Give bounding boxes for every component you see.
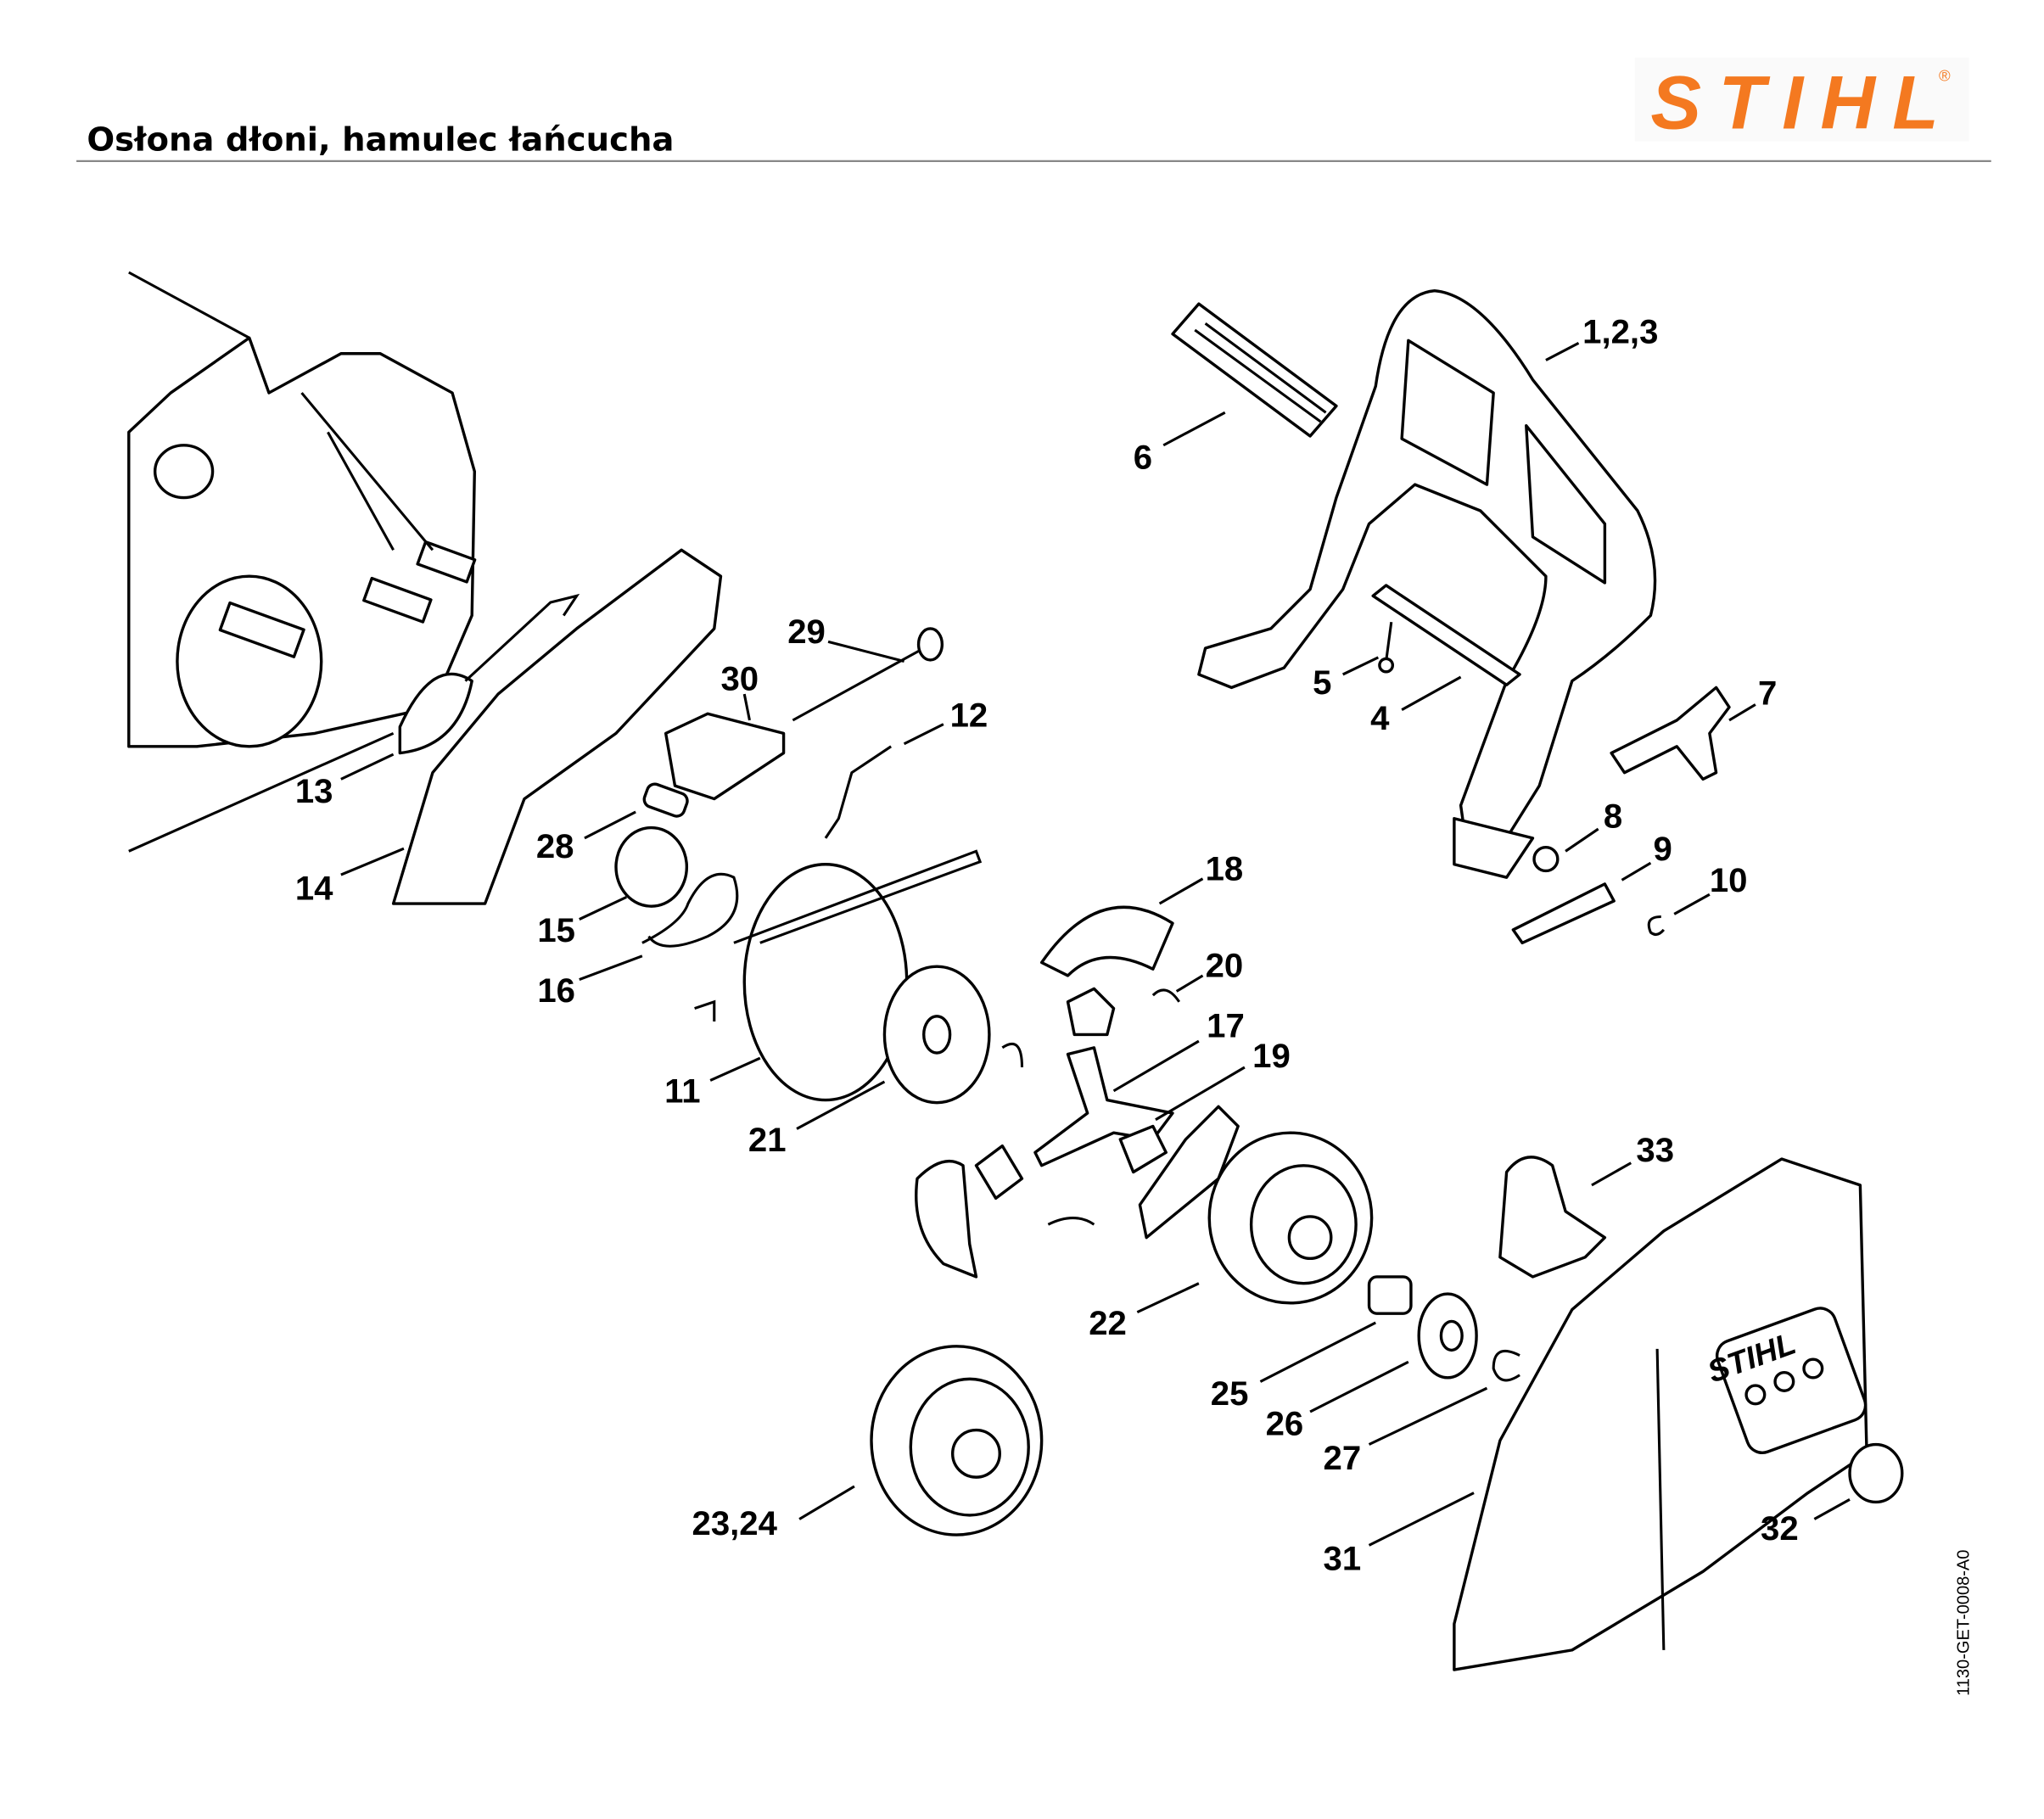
part-28	[642, 782, 689, 818]
callout-labels: 1,2,3 4 5 6 7 8 9 10 11 12 13 14 15 16 1…	[295, 312, 1799, 1577]
callout-27: 27	[1324, 1439, 1362, 1477]
callout-11: 11	[664, 1072, 700, 1111]
callout-16: 16	[537, 971, 575, 1010]
part-6-grip-pad	[1171, 302, 1338, 438]
callout-26: 26	[1266, 1405, 1304, 1443]
part-33	[1498, 1156, 1607, 1279]
part-30	[664, 712, 786, 801]
part-19-shoe	[1138, 1105, 1240, 1240]
part-7-lever	[1610, 686, 1731, 781]
part-13-spring	[398, 593, 580, 755]
callout-30: 30	[720, 659, 759, 697]
callout-1-2-3: 1,2,3	[1582, 312, 1658, 350]
stihl-logo: STIHL ®	[1634, 57, 1969, 144]
svg-text:®: ®	[1939, 67, 1951, 85]
callout-23-24: 23,24	[692, 1504, 778, 1542]
part-31-sprocket-cover: STIHL	[1453, 1157, 1868, 1671]
callout-6: 6	[1134, 439, 1152, 477]
callout-17: 17	[1207, 1006, 1245, 1044]
engine-housing	[127, 271, 477, 853]
callout-29: 29	[787, 613, 826, 651]
part-14-plate	[391, 548, 723, 905]
callout-4: 4	[1370, 699, 1390, 737]
callout-8: 8	[1604, 798, 1622, 836]
leader-lines	[340, 342, 1851, 1547]
part-22-drum	[1207, 1131, 1374, 1305]
part-23-24-drum	[870, 1345, 1044, 1536]
callout-12: 12	[950, 697, 988, 735]
callout-25: 25	[1211, 1374, 1249, 1413]
callout-5: 5	[1313, 663, 1331, 702]
callout-31: 31	[1324, 1540, 1362, 1578]
callout-14: 14	[295, 869, 333, 907]
part-26-washer	[1417, 1292, 1478, 1380]
callout-18: 18	[1206, 849, 1244, 887]
callout-9: 9	[1653, 830, 1672, 868]
callout-32: 32	[1761, 1509, 1799, 1548]
callout-20: 20	[1206, 946, 1244, 984]
drawing-code: 1130-GET-0008-A0	[1954, 1550, 1973, 1696]
part-17-carrier	[1066, 987, 1116, 1037]
part-10-clip	[1647, 915, 1666, 937]
svg-text:STIHL: STIHL	[1650, 59, 1939, 144]
callout-28: 28	[536, 827, 574, 865]
part-25-needle-cage	[1367, 1275, 1413, 1315]
callout-33: 33	[1636, 1131, 1674, 1169]
callout-7: 7	[1758, 674, 1777, 712]
part-clutch	[915, 905, 1240, 1279]
part-8-washer	[1532, 845, 1560, 873]
part-9-link	[1511, 882, 1616, 945]
part-18-shoe	[1039, 905, 1174, 977]
callout-13: 13	[295, 772, 333, 810]
part-27-e-clip	[1492, 1349, 1520, 1382]
part-16-spring	[641, 872, 739, 948]
page-title: Osłona dłoni, hamulec łańcucha	[87, 121, 674, 160]
part-1-2-3-hand-guard	[1197, 288, 1657, 879]
part-15-bushing	[614, 826, 689, 908]
part-12-lever	[824, 745, 893, 839]
callout-21: 21	[748, 1121, 787, 1159]
part-5-screw	[1378, 621, 1395, 674]
callout-10: 10	[1710, 861, 1748, 899]
part-4-plate	[1371, 584, 1521, 686]
callout-22: 22	[1089, 1304, 1127, 1342]
part-21-washer	[882, 965, 991, 1105]
callout-19: 19	[1252, 1037, 1291, 1075]
part-32-nut	[1848, 1442, 1904, 1504]
callout-15: 15	[537, 911, 575, 949]
